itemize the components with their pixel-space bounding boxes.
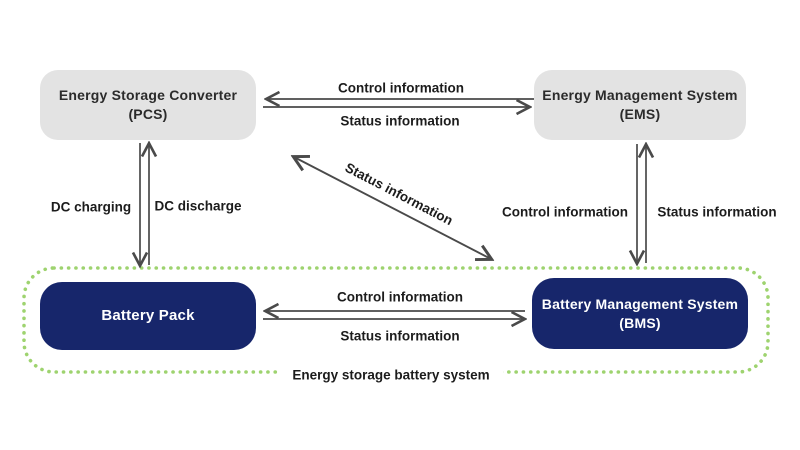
label-pack-bms-status: Status information	[340, 328, 460, 344]
label-ems-bms-status: Status information	[657, 204, 777, 220]
node-ems-title: Energy Management System	[542, 87, 738, 104]
label-dc-discharge: DC discharge	[154, 198, 242, 214]
node-bms-abbr: (BMS)	[619, 314, 661, 331]
label-dc-charging: DC charging	[50, 199, 132, 215]
label-pack-bms-control: Control information	[337, 289, 463, 305]
node-bms-title: Battery Management System	[541, 295, 739, 312]
label-ems-bms-control: Control information	[502, 204, 628, 220]
node-battery-pack-title: Battery Pack	[101, 306, 195, 324]
battery-system-group-label: Energy storage battery system	[278, 367, 504, 383]
label-pcs-ems-status: Status information	[340, 113, 460, 129]
edge-diagonal-status	[294, 157, 491, 259]
node-battery-pack: Battery Pack	[40, 282, 256, 350]
label-pcs-ems-control: Control information	[338, 80, 464, 96]
node-pcs-abbr: (PCS)	[128, 106, 168, 122]
node-bms: Battery Management System (BMS)	[532, 278, 748, 349]
node-pcs-title: Energy Storage Converter	[58, 87, 238, 104]
battery-system-group-border	[22, 266, 770, 374]
node-pcs: Energy Storage Converter (PCS)	[40, 70, 256, 140]
node-ems-abbr: (EMS)	[619, 106, 661, 122]
node-ems: Energy Management System (EMS)	[534, 70, 746, 140]
